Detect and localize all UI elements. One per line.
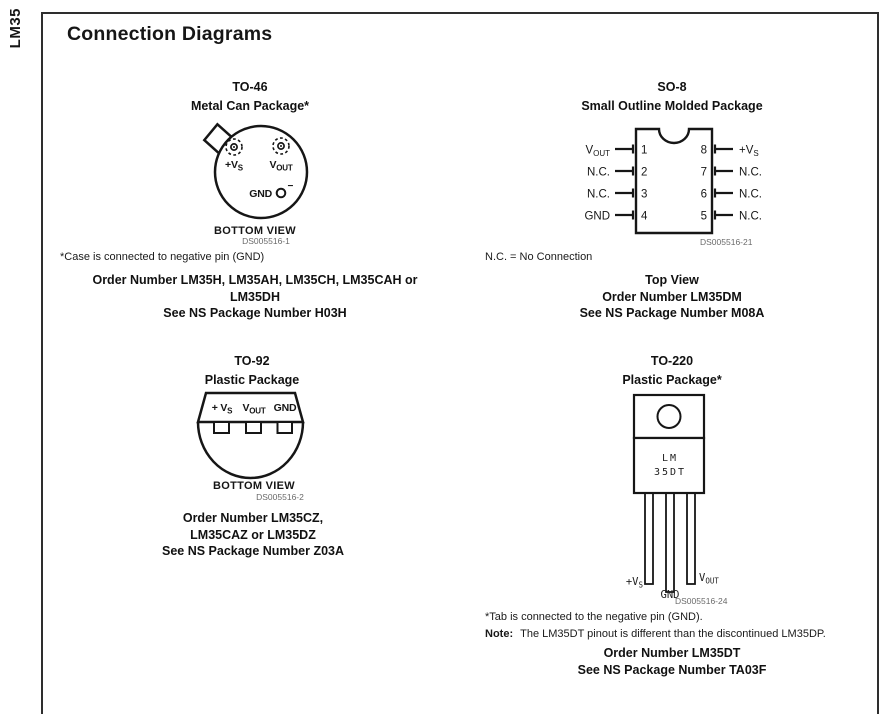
so8-pin-number: 8 <box>701 145 707 157</box>
to220-pin-gnd-label: GND <box>661 589 680 601</box>
to92-pin-vout-icon <box>245 421 262 434</box>
to46-order-block: Order Number LM35H, LM35AH, LM35CH, LM35… <box>70 272 440 322</box>
to46-tab <box>202 122 233 155</box>
so8-pin-label: N.C. <box>739 211 762 223</box>
to220-chip-marking-line1: LM <box>662 453 678 464</box>
to92-package-type: TO-92 <box>234 354 270 368</box>
to220-mounting-hole-icon <box>656 404 682 429</box>
to220-note: Note: The LM35DT pinout is different than… <box>485 628 826 640</box>
to46-pin-vout-icon <box>272 137 290 155</box>
so8-order-line: See NS Package Number M08A <box>579 306 765 320</box>
page-title: Connection Diagrams <box>67 23 273 45</box>
to92-view-label: BOTTOM VIEW <box>213 480 295 492</box>
to220-leg-gnd <box>665 492 675 593</box>
to220-note-label: Note: <box>485 628 514 640</box>
to46-ds-number: DS005516-1 <box>242 236 290 246</box>
to220-order-line: Order Number LM35DT <box>603 646 741 660</box>
so8-pin-label: N.C. <box>739 167 762 179</box>
so8-pin-label: GND <box>584 211 610 223</box>
to46-package-type: TO-46 <box>232 80 268 94</box>
to46-package-name: Metal Can Package* <box>190 98 310 113</box>
to46-can-outline <box>213 124 309 220</box>
to92-order-block: Order Number LM35CZ, LM35CAZ or LM35DZ S… <box>103 510 403 560</box>
so8-pin-number: 3 <box>641 189 647 201</box>
so8-caption-block: Top View Order Number LM35DM See NS Pack… <box>512 272 832 322</box>
to220-leg-vout <box>686 492 696 585</box>
content-frame <box>41 12 879 714</box>
so8-diagram: 1 2 3 4 VOUT N.C. N.C. GND 8 7 6 5 +VS <box>584 127 762 247</box>
to46-order-line: Order Number LM35H, LM35AH, LM35CH, LM35… <box>92 273 418 287</box>
so8-top-view-label: Top View <box>645 273 699 287</box>
so8-ds-number: DS005516-21 <box>700 237 753 247</box>
so8-pin-number: 1 <box>641 145 647 157</box>
to220-footnote: *Tab is connected to the negative pin (G… <box>485 611 703 623</box>
to220-package-type: TO-220 <box>650 354 694 368</box>
to220-order-block: Order Number LM35DT See NS Package Numbe… <box>512 645 832 678</box>
to46-pin-vs-label: +VS <box>225 159 244 173</box>
so8-pin-label: VOUT <box>585 145 610 159</box>
to220-body-outline <box>632 436 706 495</box>
to220-order-line: See NS Package Number TA03F <box>577 662 767 677</box>
so8-heading: SO-8 Small Outline Molded Package <box>552 78 792 115</box>
to46-order-line: See NS Package Number H03H <box>163 306 347 320</box>
to92-pin-vout-label: VOUT <box>242 402 265 416</box>
so8-left-pins: 1 2 3 4 VOUT N.C. N.C. GND <box>584 144 648 223</box>
to220-diagram: LM 35DT +VS GND VOUT DS005516-24 <box>626 393 728 606</box>
to92-order-line: Order Number LM35CZ, <box>182 511 324 525</box>
to46-pin-vs-icon <box>225 138 243 156</box>
so8-right-pins: 8 7 6 5 +VS N.C. N.C. N.C. <box>701 144 762 223</box>
to92-pin-gnd-icon <box>276 421 293 434</box>
so8-pin-number: 2 <box>641 167 647 179</box>
to220-heading: TO-220 Plastic Package* <box>552 352 792 389</box>
to92-dome-outline <box>196 421 305 480</box>
to92-ds-number: DS005516-2 <box>256 492 304 502</box>
to46-view-label: BOTTOM VIEW <box>214 225 296 237</box>
to46-gnd-pin-icon <box>275 187 287 199</box>
to46-pin-vout-label: VOUT <box>269 159 292 173</box>
to92-pin-vs-label: + VS <box>212 402 233 416</box>
so8-pin-label: +VS <box>739 145 759 159</box>
so8-package-name: Small Outline Molded Package <box>581 98 763 113</box>
to220-pin-vout-label: VOUT <box>699 572 719 586</box>
to220-leg-vs <box>644 492 654 585</box>
to46-pin-gnd-label: GND <box>249 188 272 200</box>
to92-flat-outline <box>196 391 305 424</box>
to220-package-name: Plastic Package* <box>622 372 722 387</box>
so8-pin-label: N.C. <box>739 189 762 201</box>
so8-nc-note: N.C. = No Connection <box>485 251 593 263</box>
to220-pin-vs-label: +VS <box>626 576 644 590</box>
to220-chip-marking-line2: 35DT <box>654 467 686 478</box>
so8-pin-number: 7 <box>701 167 707 179</box>
so8-pin-number: 4 <box>641 211 648 223</box>
to92-diagram: + VS VOUT GND BOTTOM VIEW DS005516-2 <box>196 391 305 502</box>
to46-order-line: LM35DH <box>229 289 280 304</box>
to92-pin-vs-icon <box>213 421 230 434</box>
to220-ds-number: DS005516-24 <box>675 596 728 606</box>
so8-body-outline <box>634 127 714 235</box>
to46-gnd-polarity: − <box>288 181 294 192</box>
to92-pin-gnd-label: GND <box>274 402 297 414</box>
so8-package-type: SO-8 <box>657 80 687 94</box>
so8-pin-label: N.C. <box>587 167 610 179</box>
so8-order-line: Order Number LM35DM <box>602 289 742 304</box>
to92-order-line: LM35CAZ or LM35DZ <box>190 527 316 542</box>
to92-order-line: See NS Package Number Z03A <box>161 544 345 558</box>
to46-diagram: +VS VOUT GND − BOTTOM VIEW DS005516-1 <box>202 122 309 246</box>
so8-pin-label: N.C. <box>587 189 610 201</box>
so8-pin-number: 6 <box>701 189 707 201</box>
to92-heading: TO-92 Plastic Package <box>132 352 372 389</box>
to46-heading: TO-46 Metal Can Package* <box>130 78 370 115</box>
to92-package-name: Plastic Package <box>204 372 300 387</box>
so8-pin-number: 5 <box>701 211 707 223</box>
to220-note-text: The LM35DT pinout is different than the … <box>520 628 826 640</box>
to46-footnote: *Case is connected to negative pin (GND) <box>60 251 265 263</box>
